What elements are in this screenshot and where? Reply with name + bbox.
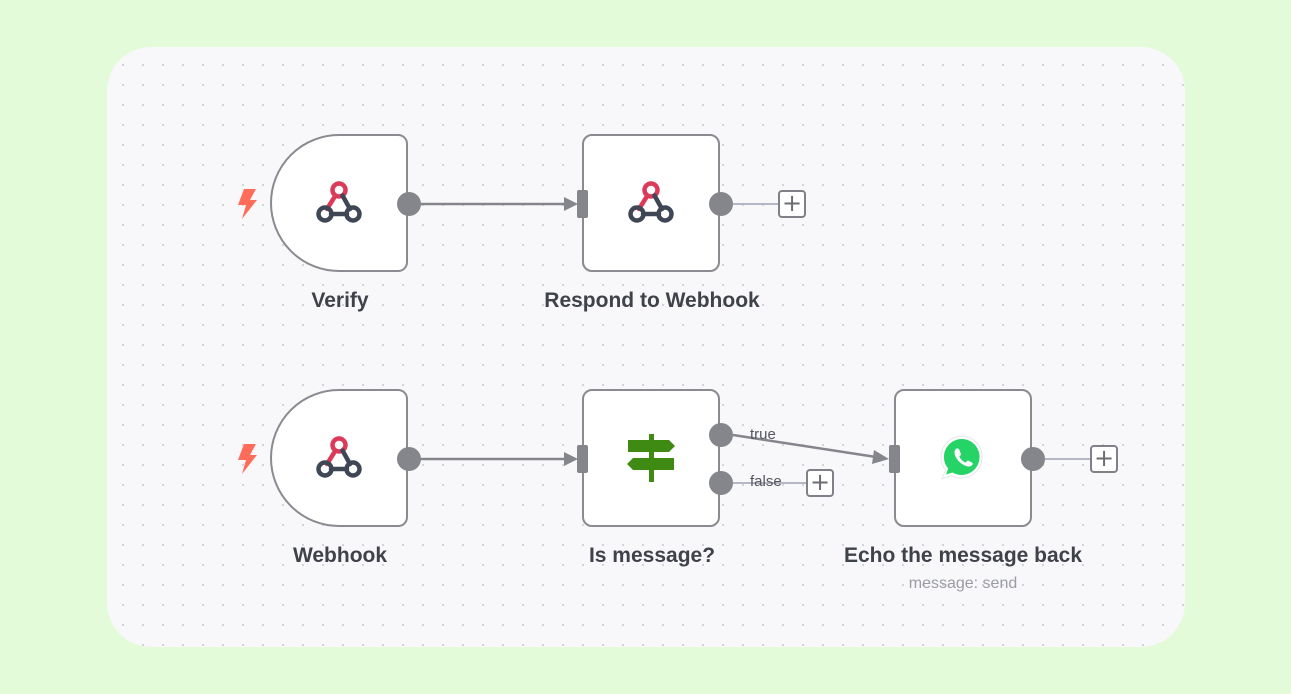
output-handle[interactable]: [1021, 447, 1045, 471]
node-echo-message-back[interactable]: [894, 389, 1032, 527]
output-handle[interactable]: [709, 192, 733, 216]
output-handle[interactable]: [397, 192, 421, 216]
webhook-icon: [628, 181, 674, 223]
input-handle[interactable]: [889, 445, 900, 473]
webhook-icon: [316, 436, 362, 478]
add-node-button[interactable]: +: [778, 190, 806, 218]
node-label: Verify: [311, 289, 369, 312]
signpost-icon: [627, 434, 675, 482]
output-handle[interactable]: [397, 447, 421, 471]
node-label: Respond to Webhook: [544, 289, 760, 312]
add-node-button[interactable]: +: [806, 469, 834, 497]
node-respond-to-webhook[interactable]: [582, 134, 720, 272]
input-handle[interactable]: [577, 445, 588, 473]
whatsapp-icon: [940, 435, 983, 480]
add-node-button[interactable]: +: [1090, 445, 1118, 473]
node-label: Echo the message back: [843, 544, 1083, 567]
node-verify[interactable]: [270, 134, 408, 272]
trigger-bolt-icon: [238, 444, 257, 474]
trigger-bolt-icon: [238, 189, 257, 219]
output-handle-true[interactable]: [709, 423, 733, 447]
output-handle-false[interactable]: [709, 471, 733, 495]
webhook-icon: [316, 181, 362, 223]
input-handle[interactable]: [577, 190, 588, 218]
node-subtitle: message: send: [908, 575, 1018, 592]
branch-label-true: true: [750, 426, 776, 443]
branch-label-false: false: [750, 473, 782, 490]
node-label: Webhook: [292, 544, 388, 567]
node-webhook[interactable]: [270, 389, 408, 527]
node-is-message[interactable]: [582, 389, 720, 527]
node-label: Is message?: [588, 544, 716, 567]
